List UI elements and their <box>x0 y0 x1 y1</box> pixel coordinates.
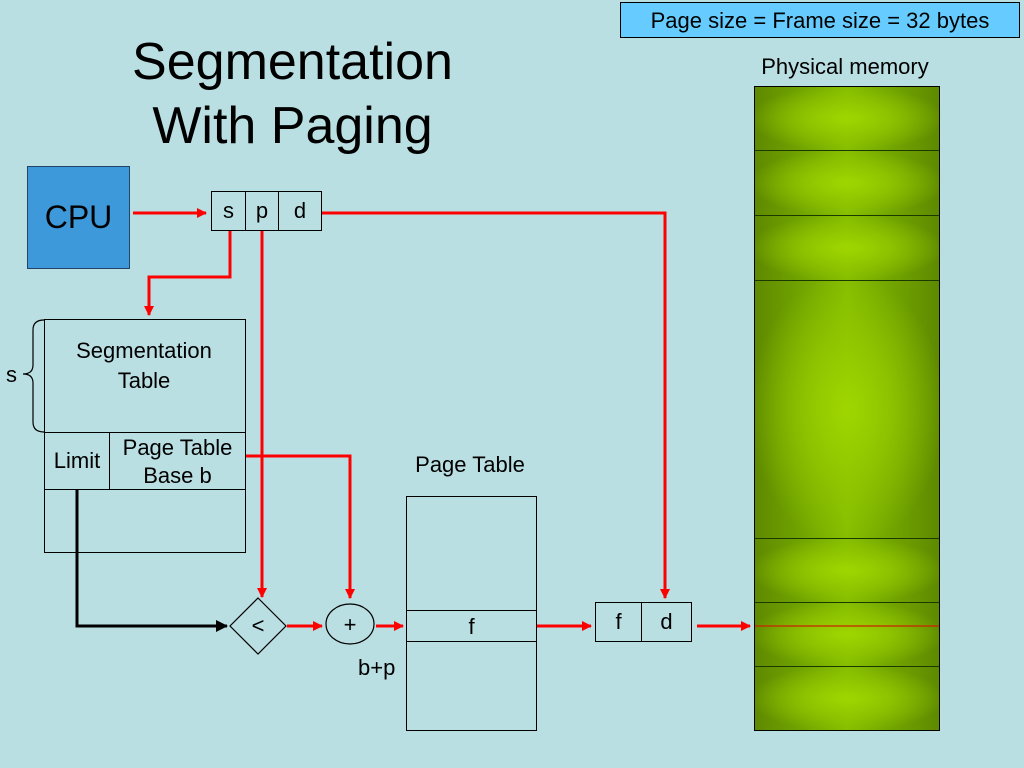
memory-frame <box>755 603 939 667</box>
memory-frame <box>755 216 939 281</box>
segmentation-table-label-line-1: Segmentation <box>76 338 212 363</box>
compare-operator-symbol: < <box>252 613 265 638</box>
compare-operator: < <box>229 597 287 655</box>
memory-frame <box>755 539 939 603</box>
segmentation-table-label-line-2: Table <box>117 368 171 393</box>
page-table-entry-f: f <box>406 610 537 642</box>
base-to-adder-arrow <box>246 454 355 599</box>
memory-frame <box>755 281 939 539</box>
title-line-1: Segmentation <box>132 33 453 91</box>
physical-address-d: d <box>641 602 692 642</box>
cpu-box: CPU <box>27 166 130 269</box>
segment-base-line-2: Base b <box>143 463 212 488</box>
segmentation-table-label: Segmentation Table <box>44 336 244 396</box>
s-to-segment-table-arrow <box>144 231 232 316</box>
logical-address-d: d <box>278 191 322 231</box>
page-table-index-label: b+p <box>358 655 396 680</box>
page-size-note: Page size = Frame size = 32 bytes <box>620 2 1020 38</box>
page-title: Segmentation With Paging <box>100 30 485 158</box>
segment-base-cell: Page Table Base b <box>109 432 246 490</box>
memory-frame <box>755 151 939 216</box>
add-operator: + <box>325 603 375 645</box>
memory-frame <box>755 667 939 730</box>
physical-memory <box>754 86 940 731</box>
page-table-label: Page Table <box>415 452 525 477</box>
title-line-2: With Paging <box>152 97 433 155</box>
segment-base-line-1: Page Table <box>122 435 233 460</box>
memory-frame <box>755 87 939 151</box>
d-to-physical-d-arrow <box>322 211 670 599</box>
segment-index-label: s <box>6 362 17 387</box>
segment-index-brace <box>22 319 45 433</box>
physical-memory-label: Physical memory <box>761 54 929 79</box>
add-operator-symbol: + <box>344 612 357 637</box>
limit-to-compare-arrow <box>75 490 228 632</box>
